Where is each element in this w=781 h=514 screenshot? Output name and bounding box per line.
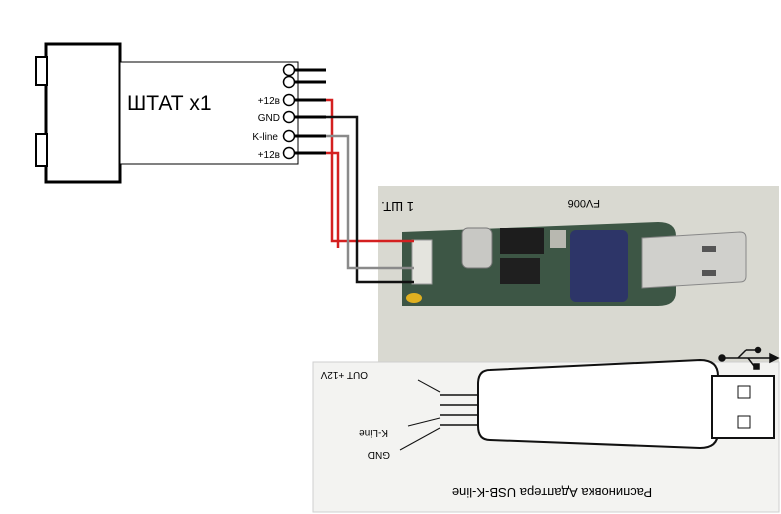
wire-gray bbox=[326, 134, 414, 270]
usb-plug-outline bbox=[711, 375, 775, 439]
pin-4 bbox=[282, 110, 296, 124]
card-label-kline: K-Line bbox=[359, 427, 388, 438]
board-photo: 1 ШТ. FV006 bbox=[378, 186, 779, 369]
pin-row bbox=[282, 63, 326, 160]
pin-label-gnd: GND bbox=[258, 113, 280, 124]
connector-housing bbox=[44, 42, 122, 184]
crystal bbox=[461, 227, 493, 269]
pin-5 bbox=[282, 129, 296, 143]
pin-2 bbox=[282, 75, 296, 89]
adapter-outline bbox=[477, 358, 719, 450]
board-text-qty: 1 ШТ. bbox=[381, 199, 414, 214]
smd-part bbox=[550, 230, 566, 248]
led bbox=[406, 293, 422, 303]
pin-label-kline: K-line bbox=[252, 132, 278, 143]
usb-plug-contact-1 bbox=[737, 385, 751, 399]
card-label-out: OUT +12V bbox=[320, 369, 368, 380]
usb-plug-hole-1 bbox=[702, 246, 716, 252]
pin-1 bbox=[282, 63, 296, 77]
connector: ШТАТ х1 +12в GND K-line +12в bbox=[35, 42, 326, 184]
ic-chip-1 bbox=[500, 228, 544, 254]
wires bbox=[326, 98, 414, 284]
wire-red bbox=[326, 98, 414, 243]
capacitor-block bbox=[570, 230, 628, 302]
connector-body bbox=[119, 61, 299, 165]
pinout-card: OUT +12V K-Line GND Распиновка Адаптера … bbox=[312, 346, 780, 513]
wire-red-2 bbox=[326, 151, 340, 248]
connector-latch-bottom bbox=[35, 133, 48, 167]
usb-plug bbox=[641, 231, 747, 289]
wire-black bbox=[326, 115, 414, 284]
leader-kline bbox=[407, 417, 441, 427]
usb-symbol-icon bbox=[718, 346, 780, 370]
pin-6 bbox=[282, 146, 296, 160]
usb-plug-hole-2 bbox=[702, 270, 716, 276]
card-caption: Распиновка Адаптера USB-K-line bbox=[452, 485, 652, 500]
pin-3 bbox=[282, 93, 296, 107]
leader-gnd bbox=[399, 427, 441, 451]
pin-label-12v-b: +12в bbox=[258, 150, 280, 161]
pin-label-12v-a: +12в bbox=[258, 96, 280, 107]
ic-chip-2 bbox=[500, 258, 540, 284]
usb-plug-contact-2 bbox=[737, 415, 751, 429]
board-text-part: FV006 bbox=[568, 197, 600, 209]
leader-out bbox=[417, 379, 441, 393]
connector-title: ШТАТ х1 bbox=[127, 92, 212, 115]
connector-latch-top bbox=[35, 56, 48, 86]
board-header bbox=[411, 239, 433, 285]
card-label-gnd: GND bbox=[368, 449, 390, 460]
